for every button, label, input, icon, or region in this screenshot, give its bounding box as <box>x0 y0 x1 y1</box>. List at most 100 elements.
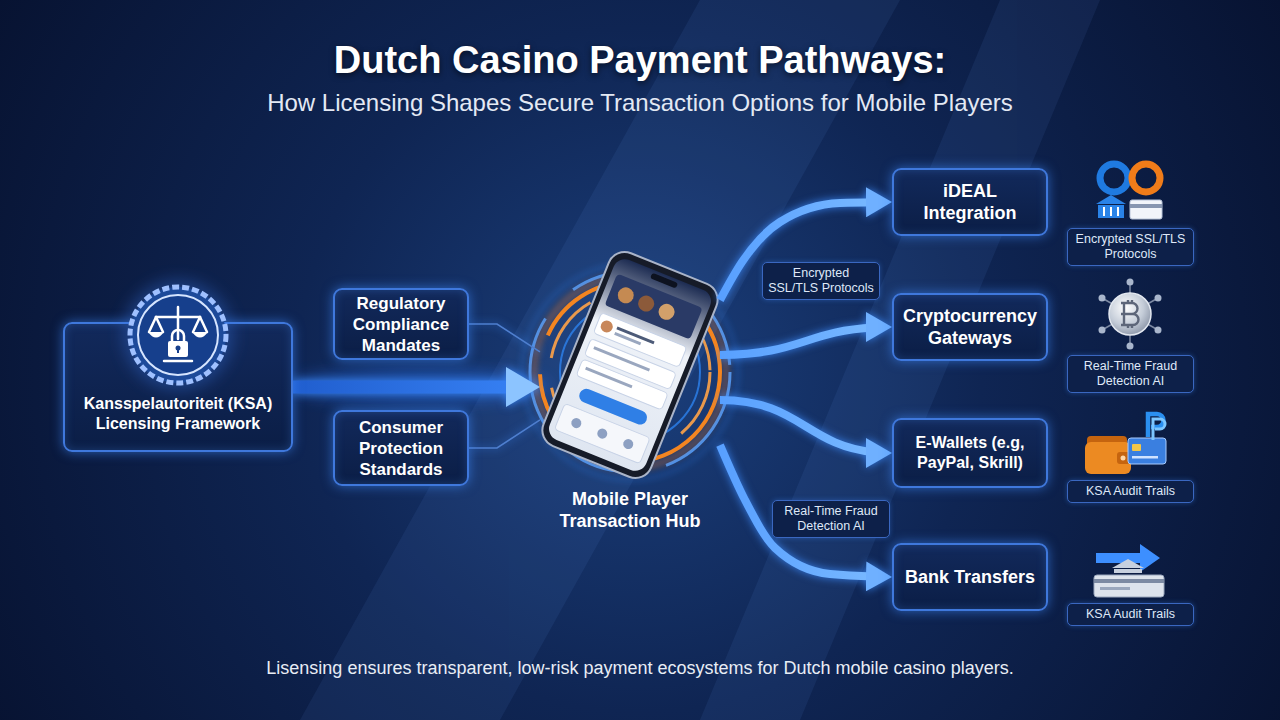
smartphone-part <box>656 301 677 322</box>
bitcoin-icon-part <box>1109 293 1151 335</box>
edge-label-box: Real-Time Fraud Detection AI <box>772 500 890 538</box>
node-text: Consumer Protection Standards <box>337 417 465 480</box>
ideal-icon-part <box>1098 205 1124 218</box>
license-seal-part <box>192 332 208 338</box>
flow-connector <box>469 324 540 352</box>
ideal-icon-part-part <box>1117 207 1119 216</box>
bank-transfer-icon-part <box>1094 575 1164 597</box>
smartphone-part <box>570 417 583 430</box>
smartphone-part <box>554 403 650 463</box>
hub-node: Mobile Player Transaction Hub <box>540 262 720 532</box>
license-seal-part <box>138 295 218 375</box>
smartphone-part <box>596 427 609 440</box>
flow-connector <box>293 381 540 394</box>
bitcoin-icon-part-part <box>1127 279 1134 286</box>
license-seal-part <box>177 348 179 353</box>
license-seal-part <box>130 287 226 383</box>
edge-label-box: Encrypted SSL/TLS Protocols <box>762 262 880 300</box>
bitcoin-icon-part-part <box>1130 314 1158 330</box>
bitcoin-icon-part-part <box>1155 295 1162 302</box>
node-text: iDEAL Integration <box>898 180 1042 224</box>
node-text: Real-Time Fraud Detection AI <box>1072 359 1189 389</box>
license-seal-part <box>168 341 188 357</box>
smartphone-part <box>599 319 615 335</box>
license-seal-part-part <box>193 317 200 332</box>
license-seal-part <box>172 330 184 341</box>
bitcoin-icon-part-part <box>1099 327 1106 334</box>
bitcoin-icon-part <box>1121 300 1139 328</box>
ideal-icon-part <box>1130 204 1162 208</box>
diagram-caption: Lisensing ensures transparent, low-risk … <box>0 656 1280 680</box>
bitcoin-icon-part-part <box>1129 314 1131 346</box>
ideal-icon-part <box>1100 164 1128 192</box>
ideal-icon-part <box>1104 207 1118 216</box>
edge-label: Encrypted SSL/TLS Protocols <box>767 266 875 296</box>
smartphone <box>537 247 722 483</box>
flow-connector <box>720 327 892 355</box>
smartphone-part <box>622 438 635 451</box>
ideal-icon-part-part <box>1103 207 1105 216</box>
bitcoin-icon-part-part <box>1102 314 1130 330</box>
wallet-icon-part <box>1128 438 1166 464</box>
node-text: Bank Transfers <box>905 566 1035 588</box>
ideal-icon-part <box>1096 195 1126 204</box>
node-text: KSA Audit Trails <box>1086 607 1175 622</box>
node-text: Kansspelautoriteit (KSA) Licensing Frame… <box>69 394 287 434</box>
bitcoin-icon-part-part <box>1127 343 1134 350</box>
mandate-box: Consumer Protection Standards <box>333 410 469 486</box>
ideal-icon-part <box>1132 164 1160 192</box>
subtitle-label: How Licensing Shapes Secure Transaction … <box>0 88 1280 118</box>
flow-connector <box>469 420 540 448</box>
node-text: Regulatory Compliance Mandates <box>337 293 465 356</box>
smartphone-part <box>614 332 641 345</box>
mandate-box: Regulatory Compliance Mandates <box>333 288 469 360</box>
license-seal-part-part <box>200 317 207 332</box>
payment-method-box: E-Wallets (e.g, PayPal, Skrill) <box>892 418 1048 488</box>
smartphone-part <box>636 293 657 314</box>
wallet-icon-part <box>1132 456 1158 459</box>
payment-method-box: iDEAL Integration <box>892 168 1048 236</box>
payment-method-box: Cryptocurrency Gateways <box>892 293 1048 361</box>
bitcoin-icon <box>1099 279 1162 350</box>
license-seal-part <box>148 332 164 338</box>
license-seal-part <box>123 280 233 390</box>
node-text: Cryptocurrency Gateways <box>898 305 1042 349</box>
flow-connector <box>720 202 892 300</box>
license-seal-part <box>176 346 181 351</box>
wallet-icon <box>1085 414 1166 474</box>
ideal-icon-part-part <box>1110 207 1112 216</box>
bank-transfer-icon-part <box>1112 559 1144 568</box>
license-seal-part-part <box>149 317 156 332</box>
license-seal-part <box>149 307 207 361</box>
node-text: Mobile Player Transaction Hub <box>540 488 720 532</box>
feature-badge: Encrypted SSL/TLS Protocols <box>1067 228 1194 266</box>
bitcoin-icon-part-part <box>1155 327 1162 334</box>
smartphone-part <box>537 247 722 483</box>
wallet-icon-part <box>1117 452 1133 464</box>
bitcoin-icon-part-part <box>1129 282 1131 314</box>
bitcoin-icon-part-part <box>1099 295 1106 302</box>
smartphone-part <box>650 273 678 289</box>
diagram-title: Dutch Casino Payment Pathways: <box>0 38 1280 82</box>
bank-transfer-icon-part <box>1096 544 1160 572</box>
flow-connector <box>720 400 892 453</box>
bitcoin-icon-part <box>1102 282 1158 346</box>
smartphone-part <box>545 256 714 475</box>
feature-badge: KSA Audit Trails <box>1067 480 1194 503</box>
wallet-icon-part <box>1121 456 1126 461</box>
bank-transfer-icon-part <box>1114 569 1142 573</box>
wallet-icon-part <box>1085 442 1131 474</box>
bitcoin-icon-part-part <box>1130 298 1158 314</box>
node-text: Encrypted SSL/TLS Protocols <box>1072 232 1189 262</box>
license-seal-part-part <box>156 316 200 319</box>
ideal-icon <box>1096 164 1162 219</box>
payment-method-box: Bank Transfers <box>892 543 1048 611</box>
bitcoin-icon-part-part <box>1102 298 1130 314</box>
feature-badge: Real-Time Fraud Detection AI <box>1067 355 1194 393</box>
smartphone-part <box>585 367 632 389</box>
license-seal-part-part <box>177 307 180 339</box>
node-text: KSA Audit Trails <box>1086 484 1175 499</box>
bitcoin-icon-part <box>1099 279 1162 350</box>
